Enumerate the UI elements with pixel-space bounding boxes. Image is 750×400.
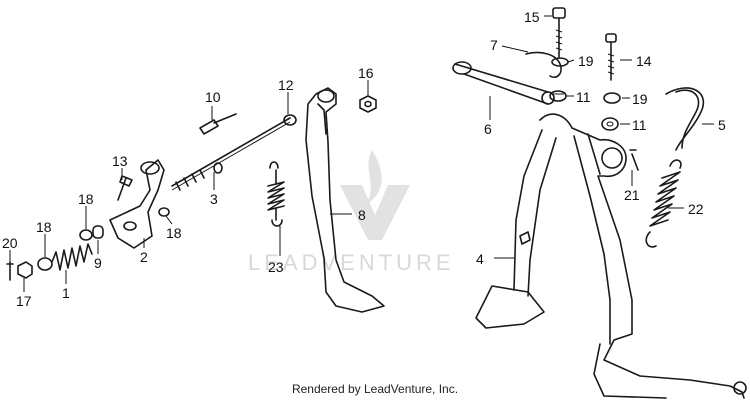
callouts: 20 17 18 1 18 9 13 2 10 3 18 12 16 8 23 … [2, 9, 726, 309]
callout-18-left: 18 [36, 219, 52, 235]
callout-19-right: 19 [632, 91, 648, 107]
part-2-pedal-arm [109, 159, 165, 249]
part-11-nut-right [601, 117, 619, 131]
callout-11-top: 11 [576, 89, 591, 105]
part-16-nut [359, 95, 377, 113]
part-20-pin [6, 261, 14, 281]
footer-credit: Rendered by LeadVenture, Inc. [291, 382, 459, 396]
callout-5: 5 [718, 117, 726, 133]
callout-6: 6 [484, 121, 492, 137]
leader-lines [9, 15, 714, 292]
callout-18-right: 18 [166, 225, 182, 241]
callout-11-right: 11 [632, 117, 647, 133]
callout-7: 7 [490, 37, 498, 53]
part-21-pin [629, 149, 639, 171]
part-6-pivot-pipe [452, 61, 555, 105]
callout-2: 2 [140, 249, 148, 265]
part-15-bolt [552, 7, 566, 59]
callout-3: 3 [210, 191, 218, 207]
part-14-bolt [605, 33, 617, 81]
part-19-washer-right [603, 92, 621, 104]
callout-9: 9 [94, 255, 102, 271]
part-18-washer [37, 257, 53, 271]
callout-12: 12 [278, 77, 294, 93]
watermark-text: LEADVENTURE [248, 250, 455, 275]
part-22-spring [645, 159, 682, 248]
part-18-washer-rod [158, 207, 170, 217]
callout-14: 14 [636, 53, 652, 69]
callout-13: 13 [112, 153, 128, 169]
part-4-main-stand [475, 113, 747, 399]
part-1-spring [51, 243, 93, 271]
callout-18-mid: 18 [78, 191, 94, 207]
part-9-collar [92, 225, 104, 239]
part-17-nut [17, 261, 33, 279]
part-23-spring [267, 161, 285, 227]
part-12-joint [283, 114, 297, 126]
callout-10: 10 [205, 89, 221, 105]
part-10-bolt [199, 113, 237, 135]
callout-8: 8 [358, 207, 366, 223]
part-7-clip [525, 51, 562, 79]
part-5-hook [665, 87, 705, 151]
part-11-nut-top [549, 90, 567, 102]
callout-17: 17 [16, 293, 32, 309]
part-3-brake-rod [171, 117, 291, 191]
callout-23: 23 [268, 259, 284, 275]
part-18-washer-upper [79, 229, 93, 241]
callout-19-top: 19 [578, 53, 594, 69]
callout-1: 1 [62, 285, 70, 301]
callout-20: 20 [2, 235, 18, 251]
part-8-side-stand [305, 87, 385, 313]
callout-22: 22 [688, 201, 704, 217]
callout-16: 16 [358, 65, 374, 81]
callout-4: 4 [476, 251, 484, 267]
watermark-logo [340, 150, 410, 240]
callout-21: 21 [624, 187, 640, 203]
callout-15: 15 [524, 9, 540, 25]
part-13-bolt [117, 175, 133, 201]
